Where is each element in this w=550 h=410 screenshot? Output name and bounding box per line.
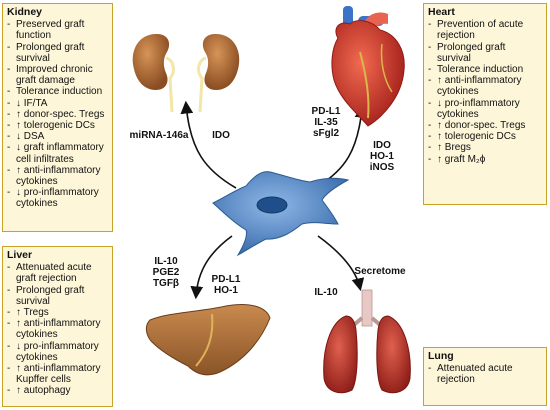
list-item: -↑ tolerogenic DCs bbox=[428, 131, 516, 143]
heart-organ bbox=[331, 6, 405, 127]
list-item: -↑ anti-inflammatory cytokines bbox=[7, 164, 101, 188]
liver-title: Liver bbox=[7, 249, 33, 261]
lung-title: Lung bbox=[428, 350, 454, 362]
list-item: -↓ DSA bbox=[7, 131, 45, 143]
lung-list: -Attenuated acute rejection bbox=[428, 363, 542, 385]
liver-left-label: IL-10 PGE2 TGFβ bbox=[152, 256, 180, 289]
list-item: -↑ Bregs bbox=[428, 142, 471, 154]
list-item: -↑ donor-spec. Tregs bbox=[428, 120, 526, 132]
list-item: -↓ IF/TA bbox=[7, 97, 48, 109]
liver-organ bbox=[145, 304, 271, 376]
lung-box: Lung -Attenuated acute rejection bbox=[423, 347, 547, 406]
heart-list: -Prevention of acute rejection -Prolonge… bbox=[428, 19, 542, 165]
list-item: -Prolonged graft survival bbox=[7, 41, 85, 64]
kidney-mirna-label: miRNA-146a bbox=[129, 130, 189, 141]
lung-organ bbox=[323, 289, 411, 394]
arrow-to-liver bbox=[190, 235, 233, 300]
list-item: -Preserved graft function bbox=[7, 19, 85, 42]
arrow-to-kidney bbox=[180, 100, 237, 189]
kidney-title: Kidney bbox=[7, 6, 43, 18]
list-item: -Attenuated acute rejection bbox=[428, 363, 513, 386]
list-item: -Tolerance induction bbox=[7, 86, 103, 98]
lung-il10-label: IL-10 bbox=[314, 287, 338, 298]
list-item: -↑ Tregs bbox=[7, 307, 49, 319]
list-item: -↓ pro-inflammatory cytokines bbox=[7, 340, 99, 363]
list-item: -↑ anti-inflammatory Kupffer cells bbox=[7, 363, 101, 386]
list-item: -Attenuated acute graft rejection bbox=[7, 262, 92, 285]
arrow-to-lung bbox=[317, 235, 365, 292]
liver-list: -Attenuated acute graft rejection -Prolo… bbox=[7, 262, 108, 396]
stromal-cell bbox=[212, 171, 350, 257]
list-item: -↑ tolerogenic DCs bbox=[7, 120, 95, 132]
list-item: -↑ donor-spec. Tregs bbox=[7, 108, 105, 120]
list-item: -↓ graft inflammatory cell infiltrates bbox=[7, 142, 104, 165]
list-item: -Prolonged graft survival bbox=[428, 41, 506, 64]
heart-title: Heart bbox=[428, 6, 455, 18]
lung-secretome-label: Secretome bbox=[354, 266, 406, 277]
kidney-list: -Preserved graft function -Prolonged gra… bbox=[7, 19, 108, 209]
kidney-box: Kidney -Preserved graft function -Prolon… bbox=[2, 3, 113, 232]
list-item: -Improved chronic graft damage bbox=[7, 64, 93, 87]
list-item: -↑ autophagy bbox=[7, 385, 71, 397]
list-item: -↑ anti-inflammatory cytokines bbox=[7, 318, 101, 341]
heart-box: Heart -Prevention of acute rejection -Pr… bbox=[423, 3, 547, 205]
heart-bottom-label: IDO HO-1 iNOS bbox=[369, 140, 395, 173]
kidney-organ bbox=[132, 33, 240, 113]
heart-top-label: PD-L1 IL-35 sFgl2 bbox=[311, 106, 341, 139]
list-item: -Prolonged graft survival bbox=[7, 284, 85, 307]
list-item: -↑ anti-inflammatory cytokines bbox=[428, 75, 522, 98]
list-item: -↓ pro-inflammatory cytokines bbox=[428, 97, 520, 120]
list-item: -↑ graft M₂ϕ bbox=[428, 153, 486, 165]
list-item: -Tolerance induction bbox=[428, 64, 524, 76]
liver-box: Liver -Attenuated acute graft rejection … bbox=[2, 246, 113, 407]
kidney-ido-label: IDO bbox=[212, 130, 230, 141]
liver-right-label: PD-L1 HO-1 bbox=[211, 274, 241, 296]
list-item: -Prevention of acute rejection bbox=[428, 19, 524, 42]
list-item: -↓ pro-inflammatory cytokines bbox=[7, 187, 99, 210]
